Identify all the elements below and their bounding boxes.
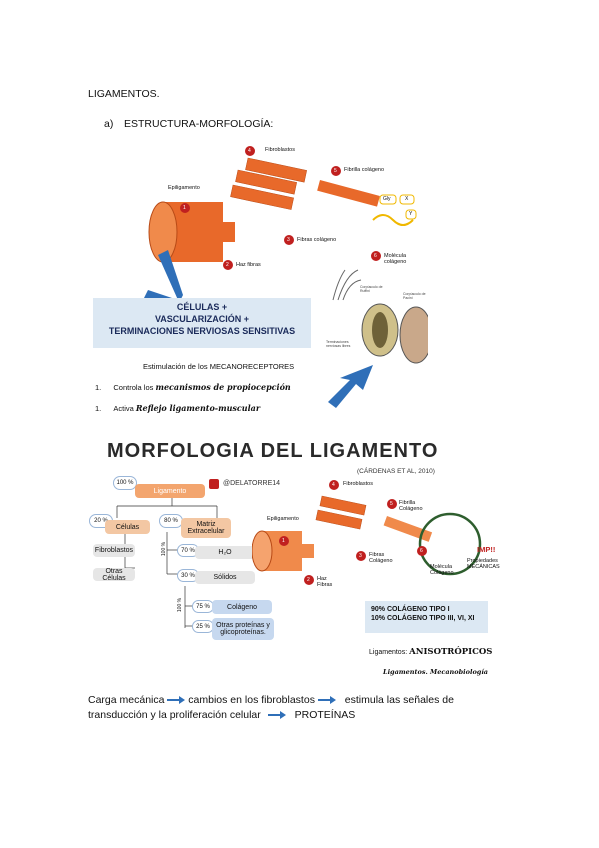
stim-item-2-handwritten: Reflejo ligamento-muscular (135, 403, 261, 413)
label-fibras: Fibras colágeno (297, 237, 337, 243)
fig2-num-4: 4 (332, 482, 335, 488)
handwritten-signature: Ligamentos. Mecanobiología (383, 668, 488, 676)
collagen-type-other: 10% COLÁGENO TIPO III, VI, XI (371, 615, 475, 622)
mechanical-properties-note: Propiedades MECÁNICAS (467, 558, 500, 570)
banner-line-1: CÉLULAS + (176, 302, 228, 312)
fig2-num-6: 6 (420, 548, 423, 554)
label-y: Y (409, 211, 413, 217)
structures-banner: CÉLULAS + VASCULARIZACIÓN + TERMINACIONE… (93, 301, 311, 337)
percent-25: 25 % (192, 620, 214, 633)
node-colageno: Colágeno (212, 600, 272, 614)
percent-100: 100 % (113, 476, 137, 490)
fig2-fibroblastos: Fibroblastos (343, 481, 373, 487)
twitter-handle: @DELATORRE14 (223, 480, 281, 487)
footer-proteinas: PROTEÍNAS (294, 709, 356, 721)
label-ruffini: Corpúsculo de Ruffini (360, 285, 383, 293)
label-epiligamento: Epiligamento (168, 185, 200, 191)
important-note: IMP!! (477, 545, 496, 554)
banner-line-3: TERMINACIONES NERVIOSAS SENSITIVAS (108, 326, 296, 336)
ligament-label: Ligamentos: (369, 649, 408, 656)
fig2-fibras: Fibras Colágeno (369, 552, 393, 564)
banner-line-2: VASCULARIZACIÓN + (154, 314, 250, 324)
footer-carga: Carga mecánica (88, 694, 165, 706)
stim-item-2-prefix: Activa (113, 404, 134, 413)
stim-item-1-number: 1. (95, 383, 102, 392)
node-h2o: H₂O (195, 546, 255, 559)
node-matriz: Matriz Extracelular (181, 518, 231, 538)
fig2-epiligamento: Epiligamento (267, 516, 299, 522)
list-marker: a) (104, 118, 114, 130)
label-fibrilla: Fibrilla colágeno (344, 167, 385, 173)
twitter-icon (209, 479, 219, 489)
fig2-num-1: 1 (282, 538, 285, 544)
footer-cambios: cambios en los fibroblastos (188, 694, 315, 706)
footer-line-2: transducción y la proliferación celular … (88, 709, 355, 721)
node-otras-celulas: Otras Células (93, 568, 135, 582)
fig2-num-5: 5 (390, 501, 393, 507)
arrow-right-icon (267, 711, 286, 720)
stim-item-2: 1. Activa Reflejo ligamento-muscular (95, 403, 260, 413)
stimulation-title: Estimulación de los MECANORECEPTORES (143, 362, 295, 371)
ligament-structure-figure: 4 Fibroblastos 5 Fibrilla colágeno Epili… (88, 140, 433, 420)
stim-item-1: 1. Controla los mecanismos de propiocepc… (95, 382, 291, 392)
label-num-6: 6 (374, 253, 377, 259)
arrow-right-icon (317, 696, 336, 705)
label-gly: Gly (383, 196, 391, 202)
fig2-fibrilla: Fibrilla Colágeno (399, 500, 423, 512)
label-num-3: 3 (287, 237, 290, 243)
node-otras-proteinas: Otras proteínas y glicoproteínas. (212, 618, 274, 640)
stim-item-1-prefix: Controla los (113, 383, 154, 392)
label-molecula: Molécula colágeno (384, 253, 407, 265)
collagen-type-1: 90% COLÁGENO TIPO I (371, 606, 450, 613)
collagen-types-box: 90% COLÁGENO TIPO I 10% COLÁGENO TIPO II… (365, 601, 488, 633)
label-num-2: 2 (226, 262, 229, 268)
node-ligamento: Ligamento (135, 484, 205, 498)
arrow-right-icon (167, 696, 186, 705)
percent-30: 30 % (177, 569, 199, 582)
figure2-title: MORFOLOGIA DEL LIGAMENTO (107, 440, 439, 462)
label-num-5: 5 (334, 168, 337, 174)
fig2-molecula: Molécula Colágeno (430, 564, 454, 576)
percent-75: 75 % (192, 600, 214, 613)
label-num-4: 4 (248, 148, 251, 154)
node-fibroblastos: Fibroblastos (93, 544, 135, 557)
ligament-property: Ligamentos: ANISOTRÓPICOS (369, 647, 492, 657)
label-haz: Haz fibras (236, 262, 261, 268)
percent-70: 70 % (177, 544, 199, 557)
fig2-num-2: 2 (307, 577, 310, 583)
percent-80: 80 % (159, 514, 183, 528)
stim-item-2-number: 1. (95, 404, 102, 413)
footer-line-1: Carga mecánica cambios en los fibroblast… (88, 694, 454, 706)
vertical-100-a: 100 % (161, 541, 168, 557)
stim-item-1-handwritten: mecanismos de propiocepción (155, 382, 291, 392)
fig2-num-3: 3 (359, 553, 362, 559)
morphology-figure: MORFOLOGIA DEL LIGAMENTO (CÁRDENAS ET AL… (87, 428, 500, 680)
anisotropic-label: ANISOTRÓPICOS (409, 647, 493, 657)
label-num-1: 1 (183, 205, 186, 211)
label-pacini: Corpúsculo de Pacini (403, 292, 426, 300)
label-x: X (405, 196, 409, 202)
list-item-text: ESTRUCTURA-MORFOLOGÍA: (124, 118, 274, 130)
ligament-hierarchy-illustration (252, 480, 482, 585)
footer-estimula: estimula las señales de (344, 694, 454, 706)
document-heading: LIGAMENTOS. (88, 88, 160, 100)
label-fibroblastos: Fibroblastos (265, 147, 295, 153)
footer-transduccion: transducción y la proliferación celular (88, 709, 261, 721)
ligament-structure-illustration (93, 146, 433, 408)
vertical-100-b: 100 % (177, 597, 184, 613)
node-celulas: Células (105, 520, 150, 534)
node-solidos: Sólidos (195, 571, 255, 584)
figure2-subtitle: (CÁRDENAS ET AL, 2010) (357, 468, 435, 475)
label-terminaciones-libres: Terminaciones nerviosas libres (326, 340, 351, 348)
fig2-haz: Haz Fibras (317, 576, 333, 588)
